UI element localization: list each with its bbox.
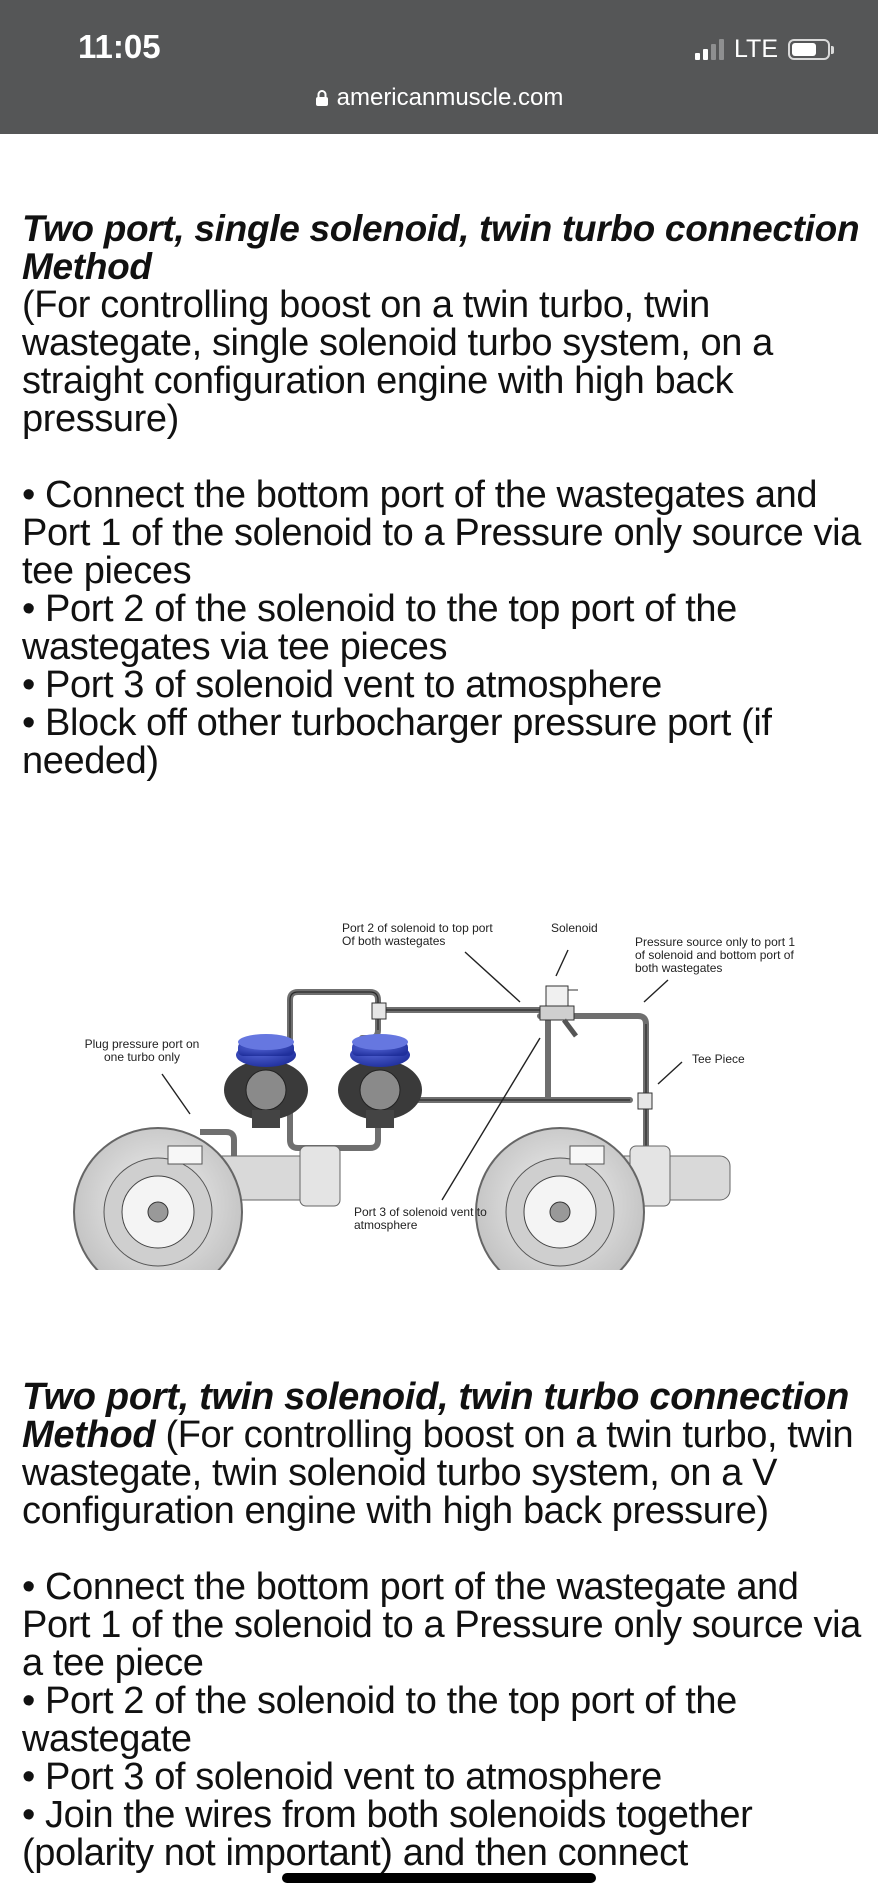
label-plug: Plug pressure port on one turbo only bbox=[84, 1037, 200, 1064]
list-item: • Connect the bottom port of the wastega… bbox=[22, 1566, 861, 1684]
article-section-2: Two port, twin solenoid, twin turbo conn… bbox=[22, 1378, 872, 1872]
twin-turbo-diagram: Port 2 of solenoid to top port Of both w… bbox=[70, 910, 810, 1297]
turbo-right-icon bbox=[475, 1127, 731, 1297]
label-port3: Port 3 of solenoid vent to atmosphere bbox=[354, 1205, 487, 1232]
status-time: 11:05 bbox=[78, 28, 161, 65]
list-item: • Block off other turbocharger pressure … bbox=[22, 702, 772, 782]
label-pressure-source: Pressure source only to port 1 of soleno… bbox=[635, 935, 796, 975]
battery-icon bbox=[788, 38, 834, 60]
wastegate-icon bbox=[224, 1034, 308, 1128]
section-2-intro: Two port, twin solenoid, twin turbo conn… bbox=[22, 1378, 872, 1530]
list-item: • Connect the bottom port of the wastega… bbox=[22, 474, 861, 592]
status-bar: 11:05 LTE americanmuscle.com bbox=[0, 0, 878, 134]
address-bar[interactable]: americanmuscle.com bbox=[0, 84, 878, 114]
instruction-list: • Connect the bottom port of the wastega… bbox=[22, 1568, 872, 1872]
list-item: • Port 2 of the solenoid to the top port… bbox=[22, 588, 737, 668]
list-item: • Port 2 of the solenoid to the top port… bbox=[22, 1680, 737, 1760]
section-subtitle: (For controlling boost on a twin turbo, … bbox=[22, 1414, 854, 1532]
leader-lines bbox=[161, 949, 683, 1201]
status-indicators: LTE bbox=[695, 34, 834, 64]
list-item: • Port 3 of solenoid vent to atmosphere bbox=[22, 664, 662, 706]
home-indicator[interactable] bbox=[282, 1873, 596, 1883]
network-type: LTE bbox=[734, 34, 778, 63]
instruction-list: • Connect the bottom port of the wastega… bbox=[22, 476, 862, 780]
url-text: americanmuscle.com bbox=[336, 84, 564, 111]
label-solenoid: Solenoid bbox=[551, 921, 598, 935]
turbo-left-icon bbox=[73, 1127, 341, 1297]
turbo-connection-illustration bbox=[73, 949, 731, 1297]
list-item: • Join the wires from both solenoids tog… bbox=[22, 1794, 753, 1874]
label-tee-piece: Tee Piece bbox=[692, 1052, 745, 1066]
section-subtitle: (For controlling boost on a twin turbo, … bbox=[22, 284, 773, 440]
tee-piece-icon bbox=[637, 1092, 653, 1110]
label-port2: Port 2 of solenoid to top port Of both w… bbox=[342, 921, 493, 948]
lock-icon bbox=[315, 86, 329, 114]
solenoid-icon bbox=[539, 985, 578, 1038]
article-section-1: Two port, single solenoid, twin turbo co… bbox=[22, 208, 862, 781]
list-item: • Port 3 of solenoid vent to atmosphere bbox=[22, 1756, 662, 1798]
signal-strength-icon bbox=[695, 38, 724, 60]
tee-piece-icon bbox=[371, 1002, 387, 1020]
plug-pipe bbox=[200, 1129, 237, 1158]
section-heading: Two port, twin solenoid, twin turbo conn… bbox=[22, 1376, 850, 1456]
section-heading: Two port, single solenoid, twin turbo co… bbox=[22, 208, 860, 287]
wastegate-icon bbox=[338, 1034, 422, 1128]
